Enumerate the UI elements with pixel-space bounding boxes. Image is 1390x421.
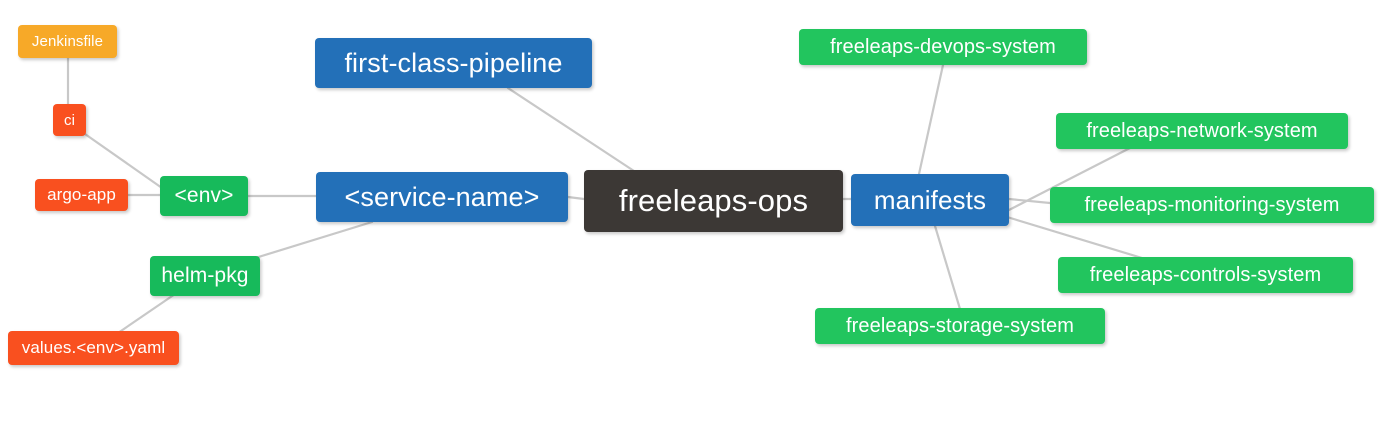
node-helm-pkg[interactable]: helm-pkg xyxy=(150,256,260,296)
edge-servicename-root xyxy=(566,195,586,201)
edge-pipeline-root xyxy=(506,86,636,173)
node-freeleaps-controls-system[interactable]: freeleaps-controls-system xyxy=(1058,257,1353,293)
node-values-yaml[interactable]: values.<env>.yaml xyxy=(8,331,179,365)
edge-manifests-devops xyxy=(917,63,945,176)
node-env[interactable]: <env> xyxy=(160,176,248,216)
node-freeleaps-storage-system[interactable]: freeleaps-storage-system xyxy=(815,308,1105,344)
edge-manifests-monitoring xyxy=(1007,197,1052,205)
node-label: freeleaps-ops xyxy=(618,183,809,218)
node-label: <service-name> xyxy=(344,181,540,212)
node-freeleaps-network-system[interactable]: freeleaps-network-system xyxy=(1056,113,1348,149)
node-freeleaps-ops[interactable]: freeleaps-ops xyxy=(584,170,843,232)
edge-valuesyaml-helmpkg xyxy=(116,290,180,335)
node-freeleaps-monitoring-system[interactable]: freeleaps-monitoring-system xyxy=(1050,187,1374,223)
node-ci[interactable]: ci xyxy=(53,104,86,136)
node-manifests[interactable]: manifests xyxy=(851,174,1009,226)
node-freeleaps-devops-system[interactable]: freeleaps-devops-system xyxy=(799,29,1087,65)
edge-manifests-controls xyxy=(1005,215,1144,260)
node-label: values.<env>.yaml xyxy=(21,338,166,357)
node-label: freeleaps-controls-system xyxy=(1089,263,1322,286)
node-argo-app[interactable]: argo-app xyxy=(35,179,128,211)
node-first-class-pipeline[interactable]: first-class-pipeline xyxy=(315,38,592,88)
node-label: ci xyxy=(63,111,76,129)
node-label: Jenkinsfile xyxy=(31,33,104,50)
edge-manifests-storage xyxy=(933,224,962,311)
node-service-name[interactable]: <service-name> xyxy=(316,172,568,222)
edge-helmpkg-servicename xyxy=(250,220,374,261)
node-label: first-class-pipeline xyxy=(344,47,563,78)
node-label: helm-pkg xyxy=(161,264,249,287)
node-label: <env> xyxy=(174,184,234,207)
node-label: freeleaps-storage-system xyxy=(845,314,1075,337)
node-label: freeleaps-monitoring-system xyxy=(1084,193,1340,216)
node-label: freeleaps-devops-system xyxy=(830,35,1056,58)
node-label: argo-app xyxy=(47,185,116,204)
node-label: manifests xyxy=(873,184,987,215)
node-jenkinsfile[interactable]: Jenkinsfile xyxy=(18,25,117,58)
node-label: freeleaps-network-system xyxy=(1086,119,1318,142)
